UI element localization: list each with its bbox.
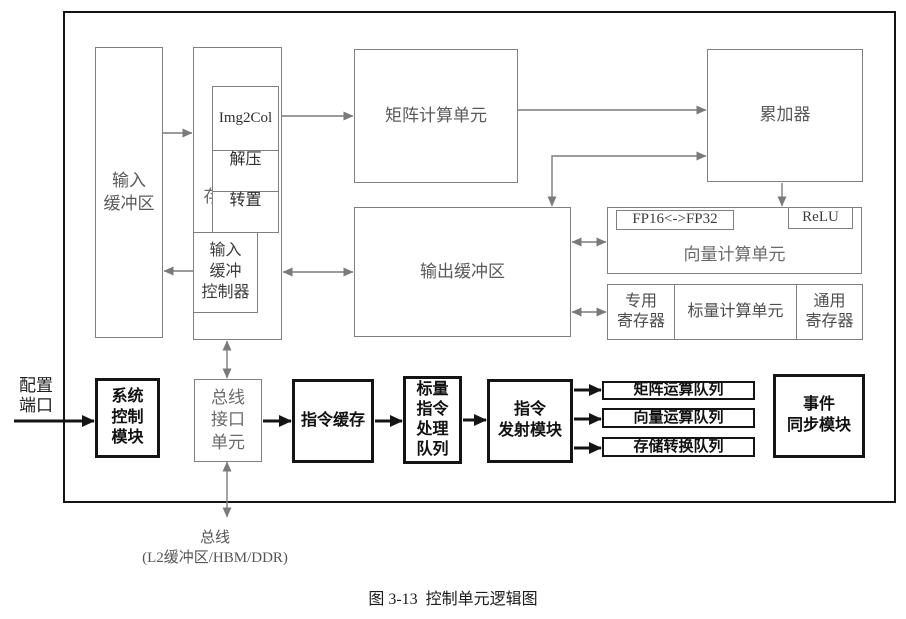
bus-detail: (L2缓冲区/HBM/DDR) — [142, 550, 288, 567]
relu-box: ReLU — [788, 207, 853, 229]
event-sync-module-box: 事件 同步模块 — [773, 374, 865, 458]
bus-name: 总线 — [199, 530, 230, 546]
scalar-compute-unit-cell: 标量计算单元 — [674, 285, 796, 339]
matrix-compute-unit-box: 矩阵计算单元 — [354, 49, 518, 183]
transpose-box: 转置 — [213, 191, 278, 210]
vector-op-queue-box: 向量运算队列 — [602, 408, 755, 428]
img2col-box: Img2Col — [218, 109, 273, 126]
special-registers-cell: 专用 寄存器 — [616, 293, 665, 330]
vector-compute-unit-box: 向量计算单元 FP16<->FP32 ReLU — [607, 207, 862, 274]
decompress-box: 解压 — [213, 150, 278, 169]
mem-convert-queue-box: 存储转换队列 — [602, 437, 755, 457]
figure-caption: 图 3-13 控制单元逻辑图 — [368, 591, 538, 608]
fp16-fp32-box: FP16<->FP32 — [616, 210, 734, 230]
general-registers-cell: 通用 寄存器 — [796, 285, 862, 339]
bus-label: 总线 (L2缓冲区/HBM/DDR) — [135, 528, 295, 569]
input-buffer-controller-box: 输入 缓冲 控制器 — [193, 232, 258, 313]
config-port-label: 配置 端口 — [19, 376, 53, 416]
input-buffer-box: 输入 缓冲区 — [95, 47, 163, 338]
bus-interface-unit-box: 总线 接口 单元 — [194, 379, 262, 462]
output-buffer-box: 输出缓冲区 — [354, 207, 571, 337]
conversion-ops-stack: Img2Col 解压 转置 — [212, 86, 279, 234]
instruction-dispatch-module-box: 指令 发射模块 — [487, 379, 573, 463]
matrix-op-queue-box: 矩阵运算队列 — [602, 381, 755, 400]
scalar-instruction-queue-box: 标量 指令 处理 队列 — [403, 376, 462, 464]
vector-compute-unit-label: 向量计算单元 — [683, 244, 786, 264]
system-control-module-box: 系统 控制 模块 — [95, 378, 160, 458]
scalar-registers-row: 专用 寄存器 标量计算单元 通用 寄存器 — [607, 284, 863, 340]
accumulator-box: 累加器 — [707, 49, 863, 182]
outer-frame — [63, 11, 896, 503]
mem-convert-unit-box: 存储转换 单元 Img2Col 解压 转置 输入 缓冲 控制器 — [193, 47, 282, 340]
instruction-cache-box: 指令缓存 — [292, 379, 374, 463]
